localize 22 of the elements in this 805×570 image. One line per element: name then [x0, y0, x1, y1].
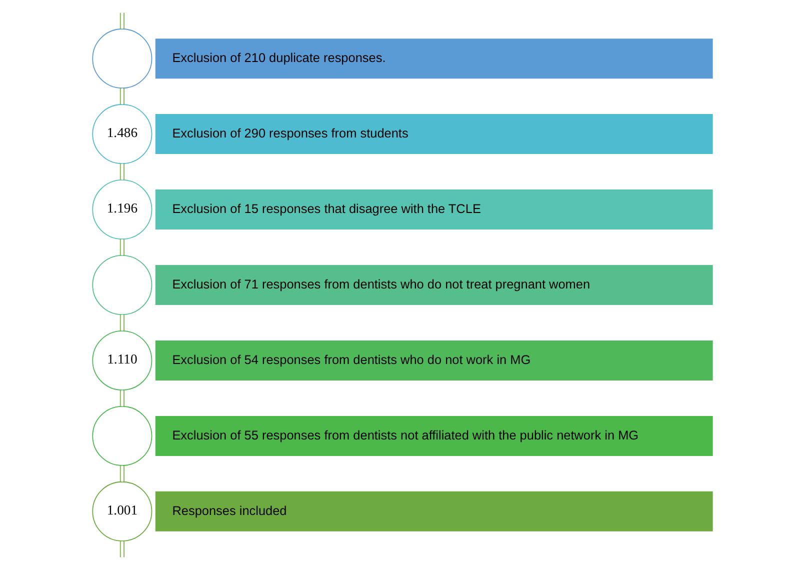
- node-circle: 1.196: [92, 180, 152, 240]
- node-box: Exclusion of 290 responses from students: [155, 114, 713, 154]
- connector: [120, 314, 124, 332]
- node-box: Exclusion of 55 responses from dentists not affiliated with the public network in MG: [155, 416, 713, 456]
- connector: [120, 390, 124, 407]
- node-circle: [92, 254, 152, 315]
- connector: [120, 465, 124, 482]
- node-box: Exclusion of 15 responses that disagree with the TCLE: [155, 190, 713, 230]
- node-circle: [92, 406, 152, 466]
- node-circle: 1.001: [92, 481, 152, 542]
- node-box: Exclusion of 210 duplicate responses.: [155, 38, 713, 79]
- node-box: Responses included: [155, 491, 713, 532]
- connector: [120, 163, 124, 180]
- node-circle: [92, 28, 152, 89]
- node-box: Exclusion of 54 responses from dentists who do not work in MG: [155, 340, 713, 380]
- connector: [120, 88, 124, 105]
- connector: [120, 12, 124, 30]
- connector: [120, 238, 124, 256]
- connector: [120, 540, 124, 558]
- node-circle: 1.486: [92, 104, 152, 164]
- node-box: Exclusion of 71 responses from dentists who do not treat pregnant women: [155, 265, 713, 305]
- node-circle: 1.110: [92, 330, 152, 390]
